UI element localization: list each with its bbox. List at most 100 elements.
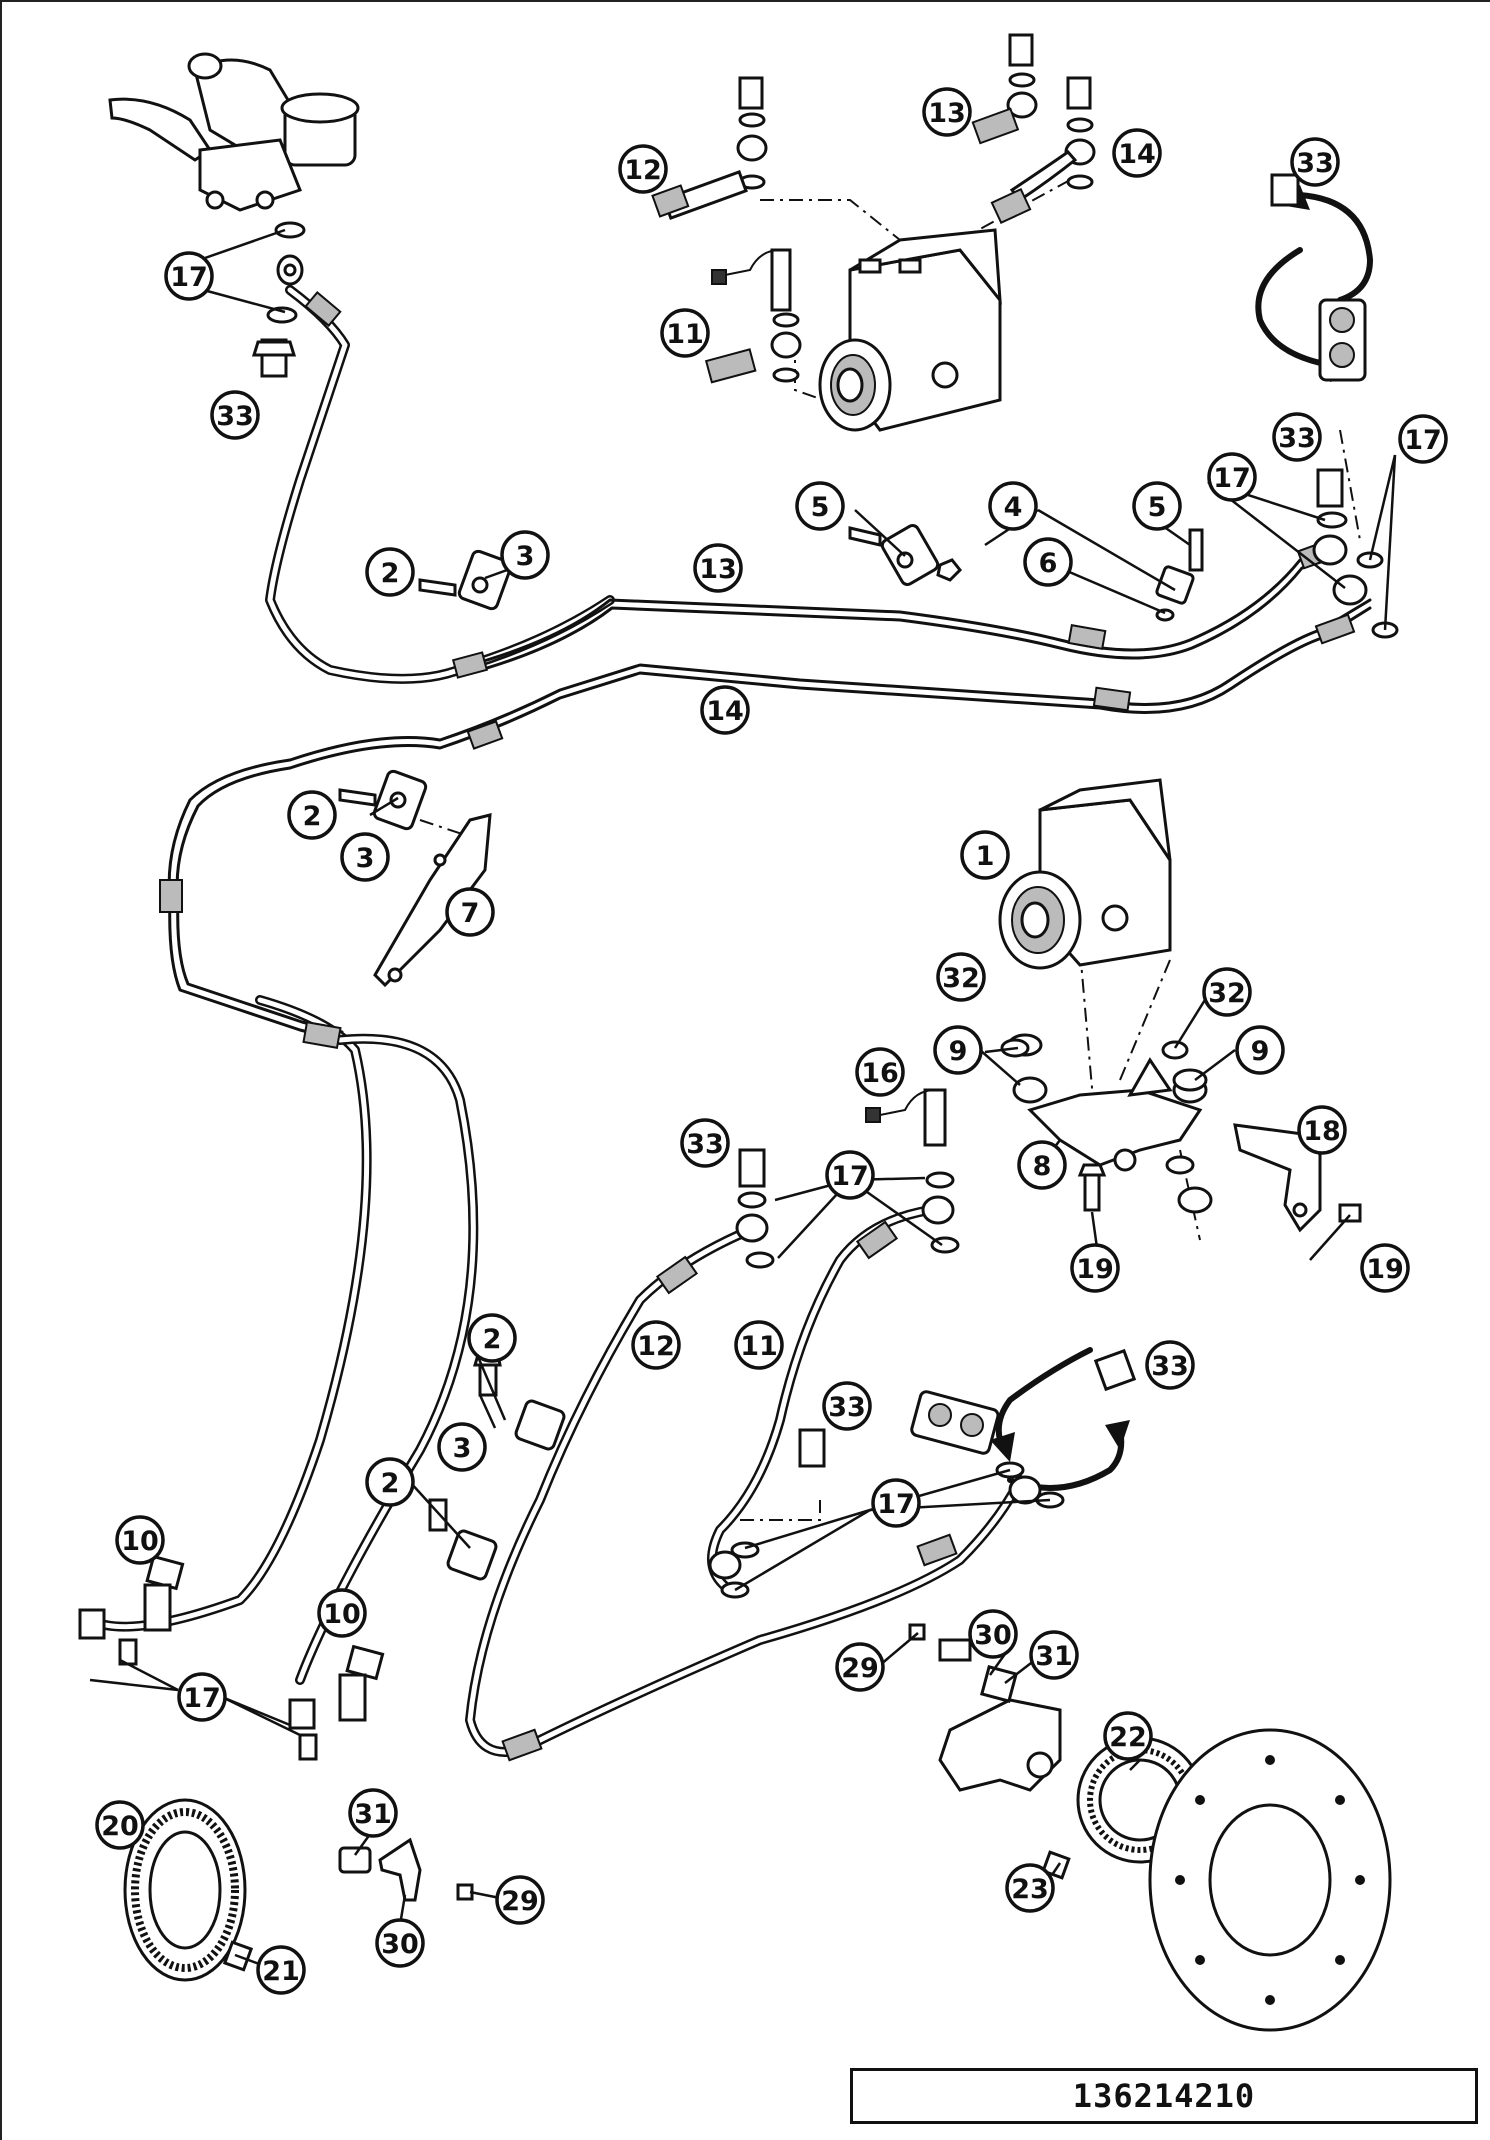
callout-label: 17 [1213, 463, 1251, 494]
callout-label: 3 [516, 541, 535, 572]
leader-line [734, 1508, 871, 1592]
callout-label: 13 [928, 98, 966, 129]
leader-line [854, 509, 906, 557]
callout-circle [855, 1047, 905, 1097]
callout-label: 8 [1033, 1151, 1052, 1182]
callout-circle [988, 481, 1038, 531]
callout-22: 22 [1103, 1711, 1153, 1761]
leader-line [1004, 1659, 1036, 1684]
callout-circle [287, 790, 337, 840]
callout-33: 33 [1290, 137, 1340, 187]
callout-label: 22 [1109, 1722, 1147, 1753]
callout-19: 19 [1360, 1243, 1410, 1293]
callout-circle [445, 887, 495, 937]
callout-circle [177, 1672, 227, 1722]
callout-label: 7 [461, 898, 480, 929]
callout-circle [1103, 1711, 1153, 1761]
leader-line [369, 796, 399, 817]
callout-circle [1360, 1243, 1410, 1293]
callout-30: 30 [968, 1609, 1018, 1659]
callout-20: 20 [95, 1800, 145, 1850]
callout-1: 1 [960, 830, 1010, 880]
callout-circle [835, 1642, 885, 1692]
callout-33: 33 [1145, 1340, 1195, 1390]
callout-33: 33 [1272, 412, 1322, 462]
callout-circle [164, 251, 214, 301]
callout-label: 5 [1148, 492, 1167, 523]
callout-14: 14 [700, 685, 750, 735]
callout-circle [340, 832, 390, 882]
callout-4: 4 [988, 481, 1038, 531]
pipe-clamps [338, 524, 1204, 831]
callout-7: 7 [445, 887, 495, 937]
callout-circle [1112, 128, 1162, 178]
leader-line [1037, 508, 1176, 592]
callout-19: 19 [1070, 1243, 1120, 1293]
callout-2: 2 [287, 790, 337, 840]
callout-9: 9 [933, 1025, 983, 1075]
rear-caliper [908, 1623, 1062, 1792]
sensor-16 [865, 1088, 947, 1147]
callout-label: 2 [303, 801, 322, 832]
callout-circle [495, 1875, 545, 1925]
callout-30: 30 [375, 1918, 425, 1968]
callout-label: 3 [356, 843, 375, 874]
callout-label: 17 [183, 1683, 221, 1714]
callout-29: 29 [835, 1642, 885, 1692]
callout-8: 8 [1017, 1140, 1067, 1190]
callout-3: 3 [437, 1422, 487, 1472]
callout-17: 17 [1398, 414, 1448, 464]
leader-line [1059, 566, 1166, 615]
callout-label: 1 [976, 841, 995, 872]
callout-6: 6 [1023, 537, 1073, 587]
leader-line [979, 1049, 1021, 1086]
callout-circle [365, 547, 415, 597]
callout-circle [1297, 1105, 1347, 1155]
callout-label: 17 [877, 1489, 915, 1520]
callout-circle [822, 1381, 872, 1431]
callout-label: 9 [949, 1036, 968, 1067]
callout-17: 17 [871, 1478, 921, 1528]
callout-label: 20 [101, 1811, 139, 1842]
callout-label: 13 [699, 554, 737, 585]
callout-label: 2 [483, 1324, 502, 1355]
abs-unit-main [998, 778, 1172, 970]
leader-line [879, 1632, 919, 1666]
callout-circle [825, 1150, 875, 1200]
callout-32: 32 [1202, 967, 1252, 1017]
front-master-cylinder [108, 52, 360, 212]
banjo-parts-top-right [1312, 468, 1399, 639]
callout-11: 11 [734, 1320, 784, 1370]
callout-circle [1145, 1340, 1195, 1390]
callout-label: 33 [686, 1129, 724, 1160]
callout-2: 2 [365, 1457, 415, 1507]
callout-circle [1235, 1025, 1285, 1075]
callout-32: 32 [936, 952, 986, 1002]
speed-sensors-front [78, 1554, 385, 1761]
leader-line [221, 1695, 291, 1727]
callout-circle [365, 1457, 415, 1507]
callout-9: 9 [1235, 1025, 1285, 1075]
abs-fittings-top [651, 33, 1096, 384]
callout-5: 5 [795, 481, 845, 531]
callout-label: 17 [831, 1161, 869, 1192]
callout-17: 17 [177, 1672, 227, 1722]
leader-line [1050, 1862, 1062, 1876]
callout-circle [500, 530, 550, 580]
rotation-symbol-bottom [910, 1347, 1137, 1491]
callout-circle [871, 1478, 921, 1528]
document-number-box: 136214210 [850, 2068, 1478, 2124]
front-sensor-mount [338, 1837, 474, 1902]
abs-bracket [1000, 1033, 1213, 1214]
callout-circle [680, 1118, 730, 1168]
callout-label: 12 [624, 155, 662, 186]
callout-circle [115, 1515, 165, 1565]
callout-circle [210, 390, 260, 440]
leader-line [89, 1678, 179, 1692]
callout-circle [95, 1800, 145, 1850]
callout-circle [936, 952, 986, 1002]
callout-5: 5 [1132, 481, 1182, 531]
callout-label: 33 [216, 401, 254, 432]
callout-label: 11 [666, 319, 704, 350]
